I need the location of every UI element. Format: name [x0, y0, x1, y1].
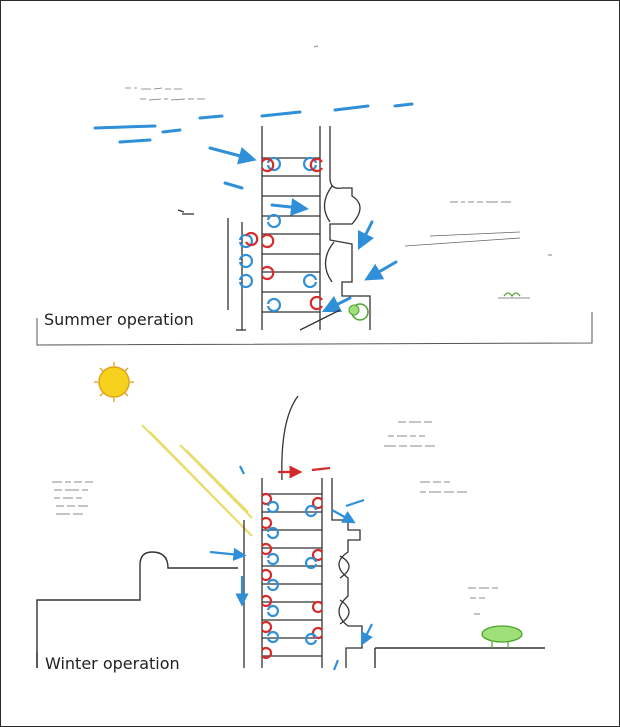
winter-note-left [52, 481, 93, 515]
winter-circulation-arrows [209, 465, 373, 671]
tree-icon [348, 303, 369, 321]
winter-ground [36, 551, 545, 668]
winter-tree-icon [481, 625, 523, 648]
summer-wind-strokes [93, 102, 414, 313]
summer-panel-border [36, 312, 593, 346]
shrub-icon [503, 292, 521, 298]
sun-rays [141, 424, 253, 537]
sun-icon [94, 362, 134, 402]
summer-operation-label: Summer operation [44, 310, 194, 329]
summer-building [177, 126, 371, 331]
winter-building [243, 395, 363, 668]
winter-operation-label: Winter operation [45, 654, 180, 673]
winter-note-right [384, 421, 498, 615]
summer-panel [36, 45, 593, 346]
summer-note-right [404, 201, 552, 299]
summer-circulation-arrows [238, 156, 323, 313]
summer-note-top [125, 87, 205, 101]
winter-panel [36, 362, 545, 671]
